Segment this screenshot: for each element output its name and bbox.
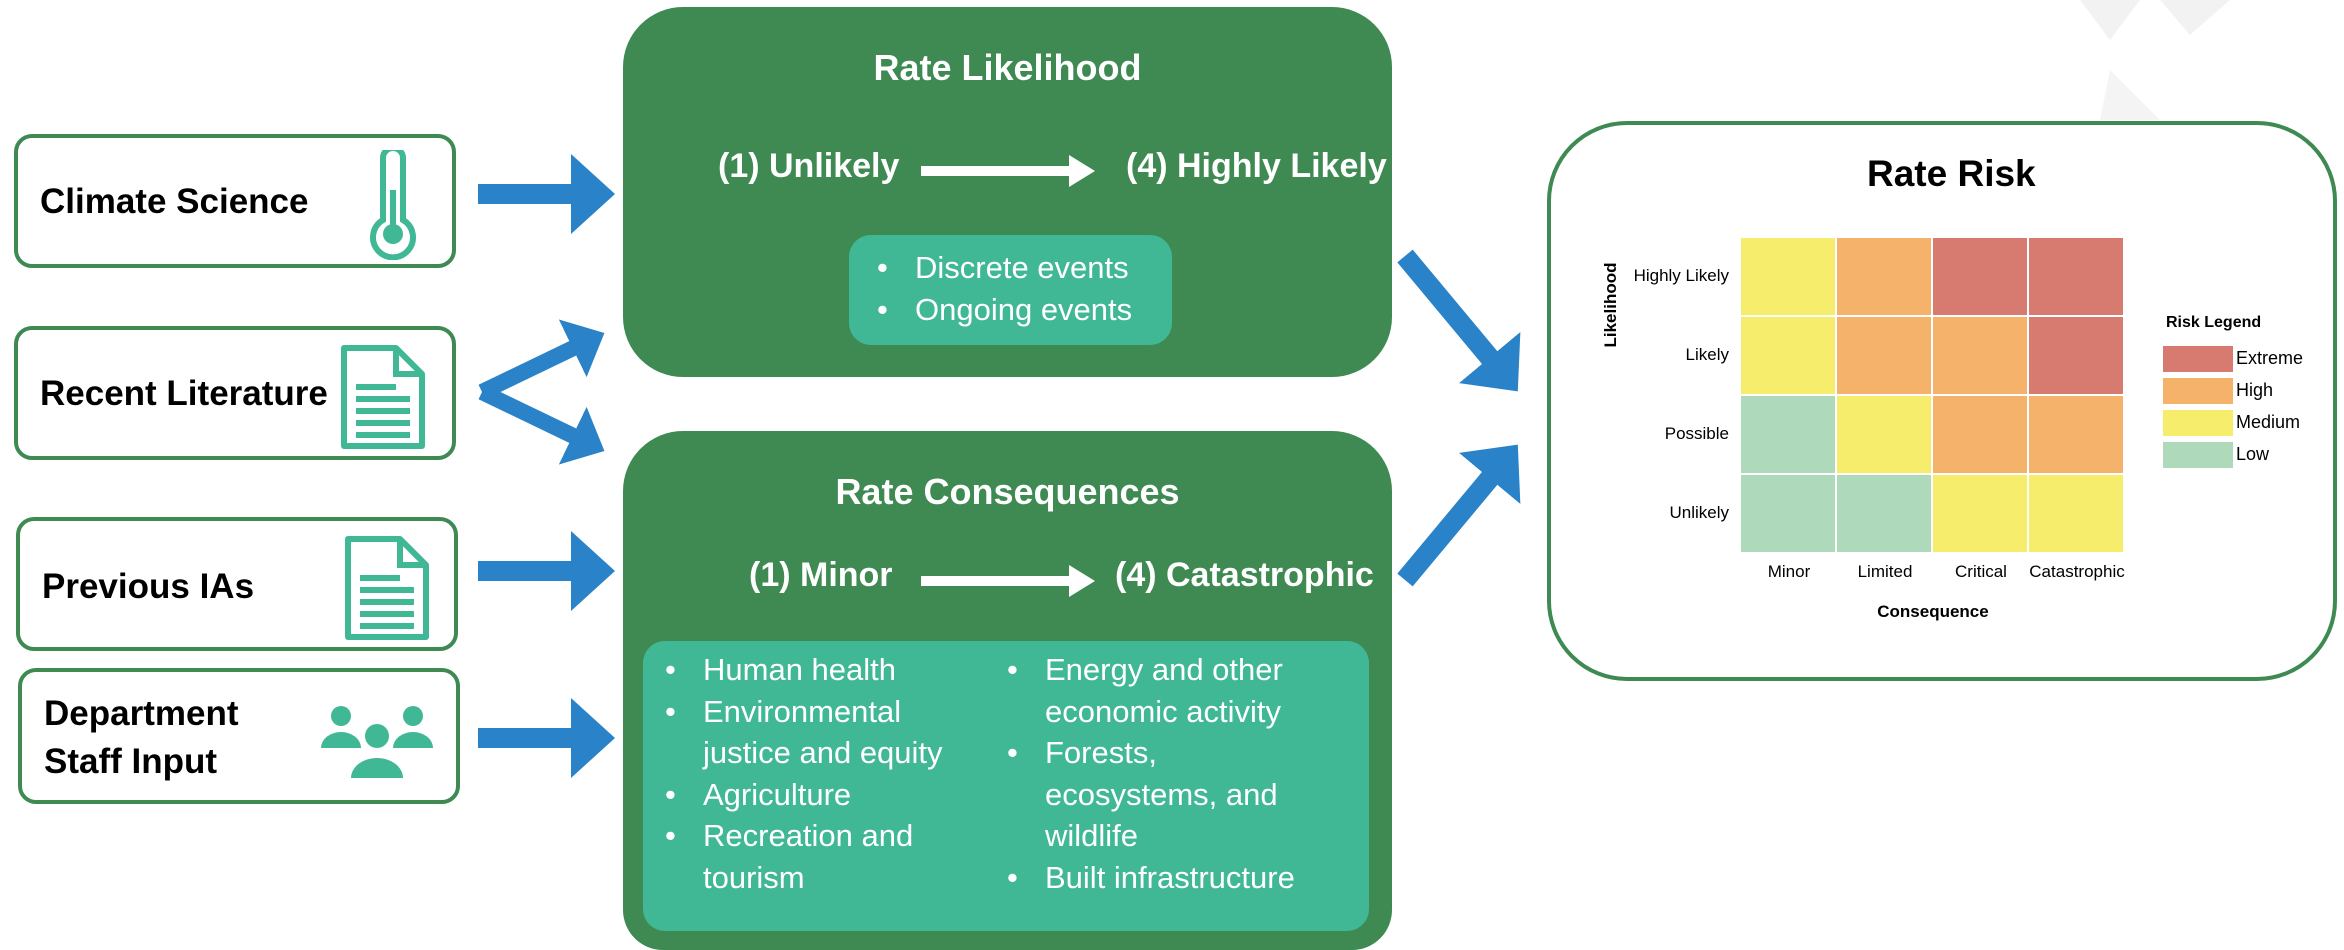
likelihood-bullet-list: Discrete events Ongoing events (871, 247, 1132, 330)
y-axis-label: Likelihood (1601, 262, 1620, 348)
y-tick-label: Unlikely (1669, 502, 1729, 522)
risk-cell (1933, 475, 2027, 552)
consequence-bullet: Built infrastructure (1001, 857, 1361, 899)
source-department-staff-input: Department Staff Input (18, 668, 460, 804)
y-tick-label: Highly Likely (1633, 265, 1729, 285)
risk-cell (1837, 396, 1931, 473)
risk-cell (1837, 475, 1931, 552)
document-icon (345, 536, 429, 640)
consequence-bullet: Environmental justice and equity (659, 691, 963, 774)
scale-arrow (921, 155, 1095, 187)
consequences-bullet-list-left: Human health Environmental justice and e… (659, 649, 989, 898)
x-tick-label: Limited (1857, 562, 1913, 581)
x-tick-label: Catastrophic (2029, 562, 2125, 581)
consequence-bullet: Agriculture (659, 774, 989, 816)
risk-cell (1933, 317, 2027, 394)
risk-cell (2029, 238, 2123, 315)
likelihood-title: Rate Likelihood (873, 47, 1142, 88)
legend-swatch (2163, 410, 2233, 436)
risk-cell (1741, 317, 1835, 394)
legend-label: Extreme (2236, 348, 2304, 368)
source-label: Previous IAs (42, 567, 255, 606)
consequence-bullet: Human health (659, 649, 989, 691)
consequences-bullet-list-right: Energy and other economic activity Fores… (1001, 649, 1361, 898)
source-label: Climate Science (40, 182, 309, 221)
source-label: Recent Literature (40, 374, 328, 413)
document-icon (341, 345, 425, 449)
source-label-line1: Department (44, 694, 239, 733)
likelihood-scale-low: (1) Unlikely (718, 147, 900, 185)
x-axis-label: Consequence (1877, 602, 1989, 621)
consequences-scale-high: (4) Catastrophic (1115, 556, 1374, 594)
arrow-consequences-to-risk (1397, 444, 1521, 587)
consequence-bullet: Recreation and tourism (659, 815, 923, 898)
consequence-bullet: Energy and other economic activity (1001, 649, 1315, 732)
likelihood-bullet: Ongoing events (871, 289, 1132, 331)
risk-cell (1741, 475, 1835, 552)
risk-cell (1837, 238, 1931, 315)
source-climate-science: Climate Science (14, 134, 456, 268)
arrow-literature-to-likelihood (478, 319, 605, 400)
consequences-panel: Rate Consequences (1) Minor (4) Catastro… (623, 431, 1392, 950)
legend-label: High (2236, 380, 2274, 400)
likelihood-bullets-box: Discrete events Ongoing events (849, 235, 1172, 345)
scale-arrow (921, 565, 1095, 597)
risk-cell (1741, 238, 1835, 315)
legend-title: Risk Legend (2166, 314, 2262, 331)
risk-cell (1933, 396, 2027, 473)
y-tick-label: Likely (1685, 344, 1729, 364)
risk-cell (2029, 317, 2123, 394)
people-icon (321, 706, 433, 778)
legend-swatch (2163, 442, 2233, 468)
arrow-literature-to-consequences (478, 384, 605, 465)
consequence-bullet: Forests, ecosystems, and wildlife (1001, 732, 1285, 857)
likelihood-panel: Rate Likelihood (1) Unlikely (4) Highly … (623, 7, 1392, 377)
y-tick-label: Possible (1664, 423, 1729, 443)
legend-swatch (2163, 346, 2233, 372)
legend-swatch (2163, 378, 2233, 404)
risk-cell (2029, 475, 2123, 552)
legend-label: Medium (2236, 412, 2301, 432)
risk-title: Rate Risk (1867, 153, 2036, 194)
source-label-line2: Staff Input (44, 742, 218, 781)
source-recent-literature: Recent Literature (14, 326, 456, 460)
likelihood-scale-high: (4) Highly Likely (1126, 147, 1387, 185)
risk-cell (1741, 396, 1835, 473)
x-tick-label: Minor (1767, 562, 1811, 581)
consequences-bullets-box: Human health Environmental justice and e… (643, 641, 1369, 931)
source-previous-ias: Previous IAs (16, 517, 458, 651)
legend-label: Low (2236, 444, 2270, 464)
likelihood-bullet: Discrete events (871, 247, 1132, 289)
x-tick-label: Critical (1955, 562, 2007, 581)
decorative-shapes (2080, 0, 2230, 120)
risk-cell (2029, 396, 2123, 473)
thermometer-icon (370, 150, 416, 260)
arrow-likelihood-to-risk (1397, 249, 1521, 392)
risk-cell (1837, 317, 1931, 394)
risk-cell (1933, 238, 2027, 315)
consequences-scale-low: (1) Minor (749, 556, 893, 594)
consequences-title: Rate Consequences (835, 471, 1180, 512)
